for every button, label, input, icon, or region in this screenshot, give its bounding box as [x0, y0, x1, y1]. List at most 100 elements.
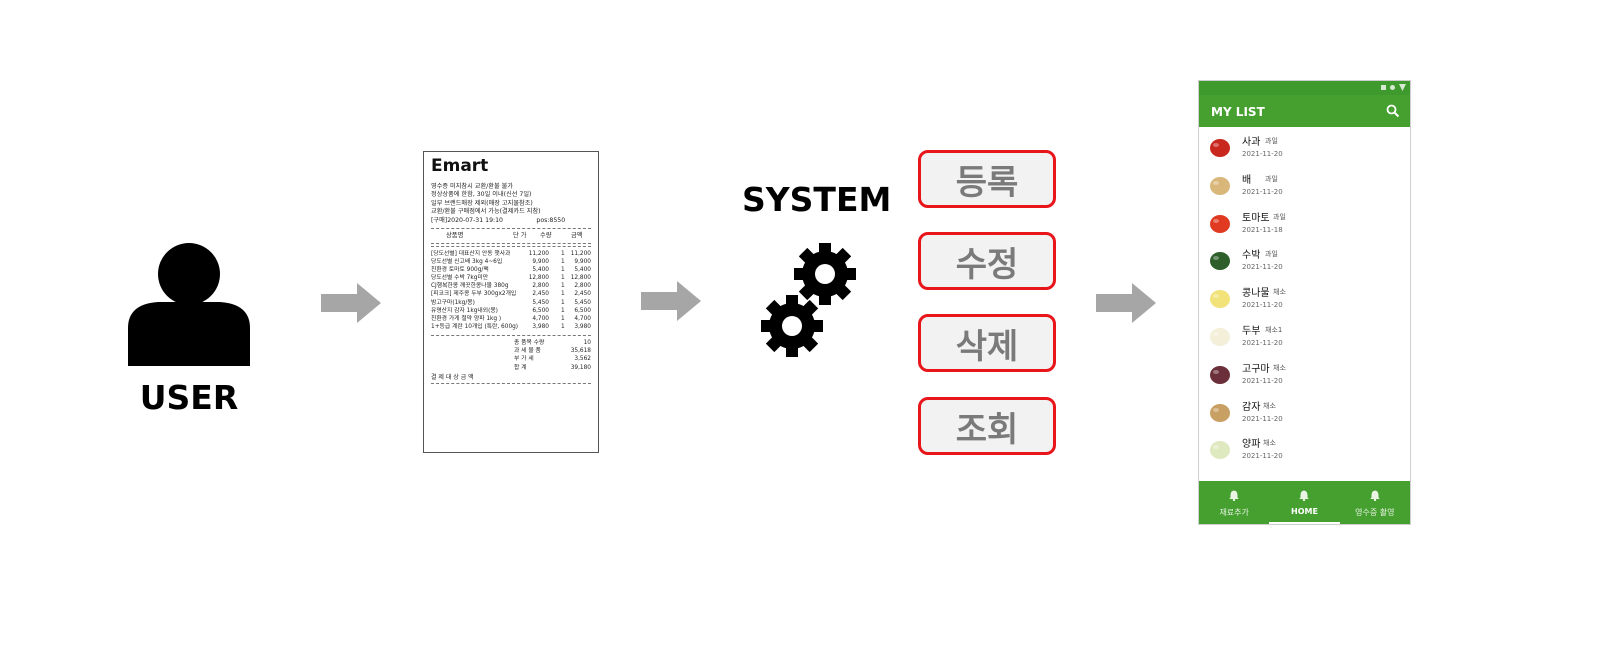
item-name: 사과 [1242, 137, 1261, 148]
receipt-item-qty: 1 [561, 275, 565, 282]
register-button[interactable]: 등록 [918, 150, 1056, 208]
receipt-item-qty: 1 [561, 267, 565, 274]
arrow-right-icon [321, 283, 381, 323]
receipt-item-qty: 1 [561, 323, 565, 330]
receipt-item-price: 4,700 [532, 315, 549, 322]
receipt-item-price: 6,500 [532, 307, 549, 314]
item-category: 채소 [1263, 401, 1276, 410]
item-category: 과일 [1265, 137, 1278, 145]
receipt-item-price: 2,450 [532, 291, 549, 298]
receipt-summary-label: 과 세 물 품 [514, 348, 541, 355]
page-title: MY LIST [1211, 105, 1265, 119]
receipt-item-qty: 1 [561, 299, 565, 306]
item-category: 과일 [1265, 174, 1278, 183]
receipt-item-qty: 1 [561, 283, 565, 290]
receipt-image: Emart 영수증 미지참시 교환/환불 불가 정상상품에 한함, 30일 이내… [423, 151, 599, 453]
item-name: 수박 [1242, 250, 1261, 262]
list-item[interactable]: 배 과일 2021-11-20 [1199, 167, 1410, 205]
receipt-item-amount: 2,800 [574, 283, 591, 290]
nav-home[interactable]: HOME [1269, 481, 1340, 524]
wifi-icon [1399, 84, 1406, 91]
receipt-item-price: 3,980 [532, 323, 549, 330]
item-category: 채소 [1263, 439, 1276, 448]
search-button[interactable]: 조회 [918, 397, 1056, 455]
receipt-item-amount: 11,200 [570, 251, 591, 257]
bottom-nav: 재료추가 HOME 영수증 촬영 [1199, 481, 1410, 524]
nav-label: 재료추가 [1219, 508, 1249, 517]
food-thumbnail-icon [1210, 365, 1230, 384]
bell-icon [1370, 490, 1380, 501]
item-date: 2021-11-20 [1242, 301, 1283, 310]
receipt-header-price: 단 가 [513, 232, 527, 239]
receipt-item-price: 12,800 [528, 275, 549, 282]
receipt-item-amount: 2,450 [574, 291, 591, 298]
signal-icon [1381, 85, 1386, 90]
receipt-store-name: Emart [431, 156, 489, 176]
status-bar [1199, 81, 1410, 95]
item-name: 감자 [1242, 401, 1261, 413]
item-name: 콩나물 [1242, 288, 1270, 300]
receipt-summary-row: 합 계 39,180 [514, 364, 591, 372]
receipt-item-amount: 5,400 [574, 267, 591, 274]
nav-label: HOME [1291, 507, 1318, 516]
item-date: 2021-11-18 [1242, 225, 1283, 234]
item-name: 고구마 [1242, 363, 1270, 375]
receipt-item-name: 밤고구마(1kg/봉) [431, 299, 475, 306]
receipt-item-row: 친환경 토마토 900g/팩 5,400 1 5,400 [431, 266, 591, 274]
battery-icon [1390, 85, 1395, 90]
nav-add-ingredient[interactable]: 재료추가 [1199, 481, 1269, 524]
item-date: 2021-11-20 [1242, 263, 1283, 272]
receipt-item-amount: 3,980 [574, 323, 591, 330]
food-thumbnail-icon [1210, 290, 1230, 309]
food-thumbnail-icon [1210, 139, 1230, 157]
receipt-item-amount: 6,500 [574, 307, 591, 314]
receipt-item-qty: 1 [561, 315, 565, 322]
food-thumbnail-icon [1210, 327, 1230, 346]
receipt-summary-value: 10 [583, 340, 591, 346]
receipt-summary-label: 합 계 [514, 364, 527, 371]
receipt-summary-label: 부 가 세 [514, 356, 534, 363]
receipt-item-price: 2,800 [532, 283, 549, 290]
receipt-item-qty: 1 [561, 251, 565, 257]
nav-label: 영수증 촬영 [1355, 508, 1395, 517]
delete-button[interactable]: 삭제 [918, 314, 1056, 372]
edit-button[interactable]: 수정 [918, 232, 1056, 290]
item-name: 배 [1242, 174, 1252, 186]
item-date: 2021-11-20 [1242, 452, 1283, 461]
receipt-item-price: 5,400 [532, 267, 549, 274]
receipt-summary-value: 39,180 [570, 364, 591, 371]
receipt-item-name: 친환경 토마토 900g/팩 [431, 267, 489, 274]
food-thumbnail-icon [1210, 403, 1230, 422]
bell-icon [1299, 490, 1310, 501]
search-icon[interactable] [1386, 104, 1400, 118]
receipt-item-amount: 9,900 [574, 259, 591, 266]
receipt-item-amount: 5,450 [574, 299, 591, 306]
nav-receipt-capture[interactable]: 영수증 촬영 [1340, 481, 1410, 524]
receipt-item-name: 당도선별 수박 7kg미만 [431, 275, 489, 282]
receipt-item-name: [당도선별] 대표산지 안동 햇사과 [431, 251, 511, 257]
food-thumbnail-icon [1210, 441, 1230, 460]
user-label: USER [139, 378, 239, 417]
food-thumbnail-icon [1210, 214, 1230, 233]
receipt-notice: 영수증 미지참시 교환/환불 불가 정상상품에 한함, 30일 이내(신선 7일… [431, 183, 566, 224]
item-date: 2021-11-20 [1242, 187, 1283, 196]
